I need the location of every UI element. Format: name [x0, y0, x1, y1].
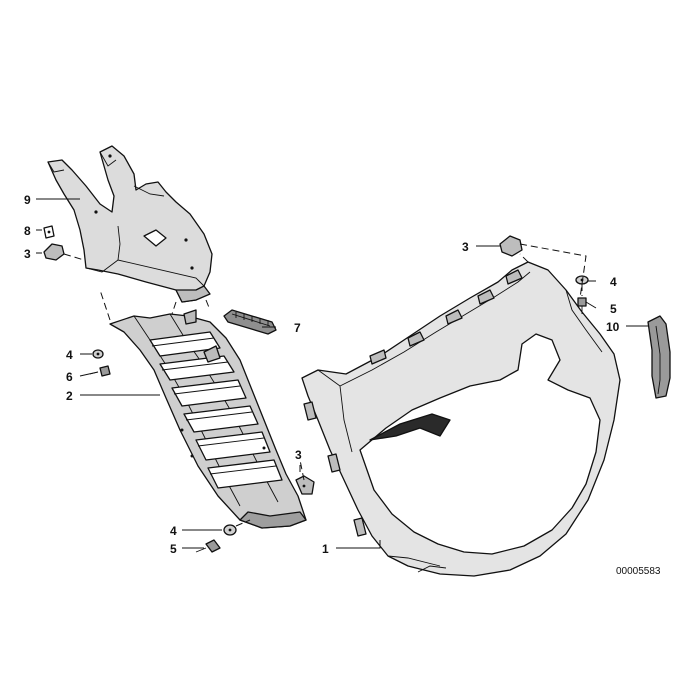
callout-9: 9	[24, 193, 31, 207]
edge-trim-part-10	[647, 315, 671, 399]
callout-5-right: 5	[610, 302, 617, 316]
callout-7: 7	[294, 321, 301, 335]
callout-3-center: 3	[295, 448, 302, 462]
upper-bracket-part-9	[47, 145, 213, 303]
speed-nut-left-part-3	[43, 243, 65, 261]
air-grille-part-2	[109, 309, 307, 529]
callout-4-left: 4	[66, 348, 73, 362]
callout-labels: 1 2 3 3 3 4 4 4 5 5 6 7 8 9 10	[24, 193, 620, 556]
callout-1: 1	[322, 542, 329, 556]
screw-bottom-part-5	[195, 539, 221, 553]
washer-left-part-4	[92, 349, 104, 359]
screw-left-part-6	[89, 365, 111, 377]
callout-8: 8	[24, 224, 31, 238]
main-fairing-part-1	[301, 261, 621, 577]
callout-4-bottom: 4	[170, 524, 177, 538]
callout-2: 2	[66, 389, 73, 403]
washer-bottom-part-4	[223, 524, 237, 536]
rubber-strip-part-7	[223, 309, 277, 335]
speed-nut-center-part-3	[295, 475, 315, 495]
clip-nut-part-8	[43, 225, 55, 239]
callout-10: 10	[606, 320, 620, 334]
callout-3-right: 3	[462, 240, 469, 254]
screw-right-part-5	[577, 297, 587, 314]
callout-3-left: 3	[24, 247, 31, 261]
callout-6: 6	[66, 370, 73, 384]
callout-5-bottom: 5	[170, 542, 177, 556]
leader-lines	[36, 198, 648, 549]
document-number: 00005583	[616, 566, 661, 577]
assembly-lines	[63, 243, 587, 527]
speed-nut-right-part-3	[499, 235, 523, 257]
callout-4-right: 4	[610, 275, 617, 289]
